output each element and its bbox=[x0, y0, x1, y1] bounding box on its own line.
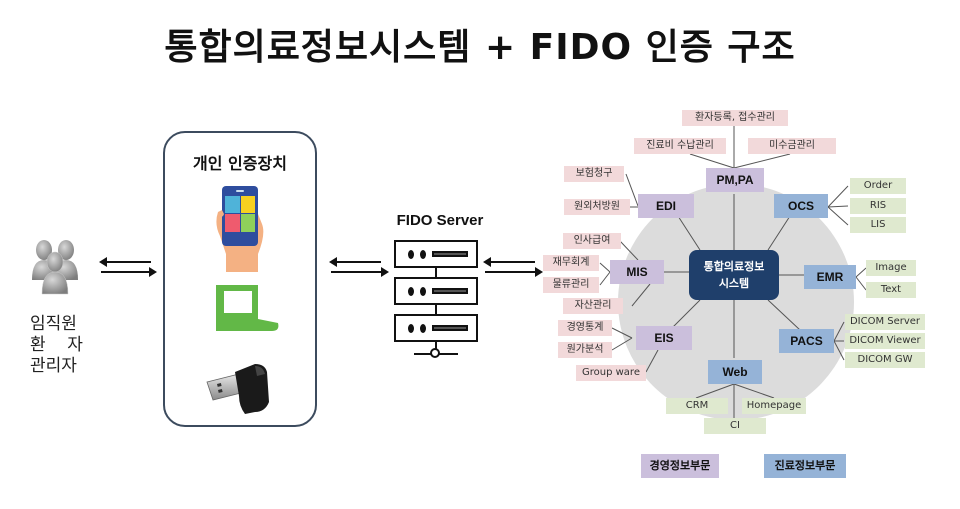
arrow-right bbox=[101, 267, 157, 277]
item-emr: Text bbox=[866, 282, 916, 298]
module-edi: EDI bbox=[638, 194, 694, 218]
item-emr: Image bbox=[866, 260, 916, 276]
module-mis: MIS bbox=[610, 260, 664, 284]
core-label-line: 통합의료정보 bbox=[703, 260, 765, 273]
item-web: CRM bbox=[666, 398, 728, 414]
item-ocs: Order bbox=[850, 178, 906, 194]
personal-authenticator-group bbox=[163, 131, 317, 427]
his-background-circle bbox=[618, 184, 854, 420]
item-mis: 재무회계 bbox=[543, 255, 599, 271]
item-eis: Group ware bbox=[576, 365, 646, 381]
item-edi: 보험청구 bbox=[564, 166, 624, 182]
usb-security-key-icon bbox=[206, 364, 269, 414]
legend-clinical: 진료정보부문 bbox=[764, 454, 846, 478]
arrow-left bbox=[99, 257, 151, 267]
item-ocs: RIS bbox=[850, 198, 906, 214]
item-eis: 경영통계 bbox=[558, 320, 612, 336]
module-eis: EIS bbox=[636, 326, 692, 350]
module-web: Web bbox=[708, 360, 762, 384]
item-pacs: DICOM Viewer bbox=[845, 333, 925, 349]
module-pmpa: PM,PA bbox=[706, 168, 764, 192]
item-web: Homepage bbox=[742, 398, 806, 414]
core-label-line: 시스템 bbox=[718, 277, 750, 290]
his-core-node: 통합의료정보 시스템 bbox=[689, 250, 779, 300]
device-group-title: 개인 인증장치 bbox=[193, 154, 287, 173]
arrow-right bbox=[331, 267, 389, 277]
item-ocs: LIS bbox=[850, 217, 906, 233]
item-eis: 원가분석 bbox=[558, 342, 612, 358]
item-pacs: DICOM Server bbox=[845, 314, 925, 330]
arrow-left bbox=[483, 257, 535, 267]
item-pmpa: 미수금관리 bbox=[748, 138, 836, 154]
smartphone-in-hand-icon bbox=[216, 186, 264, 272]
users-label-line: 임직원 bbox=[30, 314, 77, 334]
item-edi: 원외처방원 bbox=[564, 199, 630, 215]
arrow-right bbox=[485, 267, 543, 277]
laptop-icon bbox=[216, 285, 279, 331]
server-unit bbox=[394, 277, 478, 305]
fido-server-title: FIDO Server bbox=[396, 212, 484, 229]
server-unit bbox=[394, 240, 478, 268]
users-label-line: 관리자 bbox=[30, 356, 77, 376]
page-title: 통합의료정보시스템 + FIDO 인증 구조 bbox=[164, 27, 796, 68]
item-pacs: DICOM GW bbox=[845, 352, 925, 368]
module-pacs: PACS bbox=[779, 329, 834, 353]
server-unit bbox=[394, 314, 478, 342]
item-web: CI bbox=[704, 418, 766, 434]
item-pmpa: 환자등록, 접수관리 bbox=[682, 110, 788, 126]
module-emr: EMR bbox=[804, 265, 856, 289]
item-pmpa: 진료비 수납관리 bbox=[634, 138, 726, 154]
item-mis: 자산관리 bbox=[563, 298, 623, 314]
module-ocs: OCS bbox=[774, 194, 828, 218]
item-mis: 물류관리 bbox=[543, 277, 599, 293]
arrow-left bbox=[329, 257, 381, 267]
item-mis: 인사급여 bbox=[563, 233, 621, 249]
users-label: 임직원 환 자 관리자 bbox=[30, 314, 90, 377]
users-label-line: 환 자 bbox=[30, 335, 83, 355]
legend-management: 경영정보부문 bbox=[641, 454, 719, 478]
users-group-icon bbox=[32, 240, 78, 295]
